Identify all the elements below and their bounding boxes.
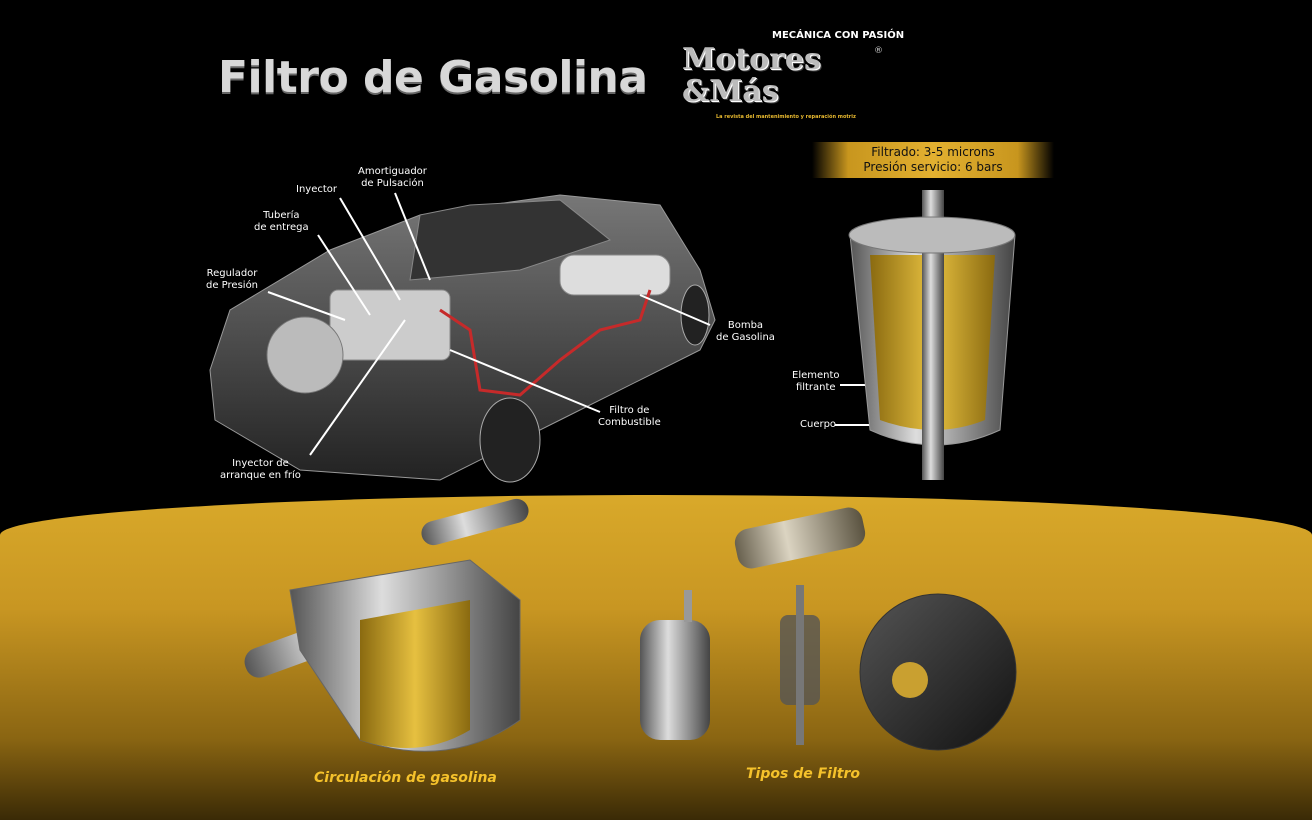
spec-banner: Filtrado: 3-5 microns Presión servicio: …: [812, 142, 1054, 178]
circulation-filter: [244, 498, 529, 752]
caption-circulacion: Circulación de gasolina: [314, 770, 497, 786]
filter-types: [640, 507, 1017, 751]
logo-reg: ®: [874, 46, 883, 56]
logo-tagline: La revista del mantenimiento y reparació…: [716, 114, 856, 120]
spec-presion: Presión servicio: 6 bars: [863, 160, 1003, 174]
car-illustration: [209, 194, 716, 483]
page-title: Filtro de Gasolina: [218, 52, 648, 103]
filter-cutaway: [848, 190, 1016, 480]
leader-lines: [267, 192, 885, 456]
logo-wordmark: Motores&Más: [682, 42, 821, 109]
caption-tipos: Tipos de Filtro: [746, 766, 860, 782]
logo-top: MECÁNICA CON PASIÓN: [772, 30, 905, 41]
logo: MECÁNICA CON PASIÓN Motores&Más ® La rev…: [662, 30, 942, 126]
spec-filtrado: Filtrado: 3-5 microns: [871, 145, 995, 159]
label-inyector: Inyector: [296, 184, 338, 195]
label-cuerpo: Cuerpo: [800, 419, 837, 430]
